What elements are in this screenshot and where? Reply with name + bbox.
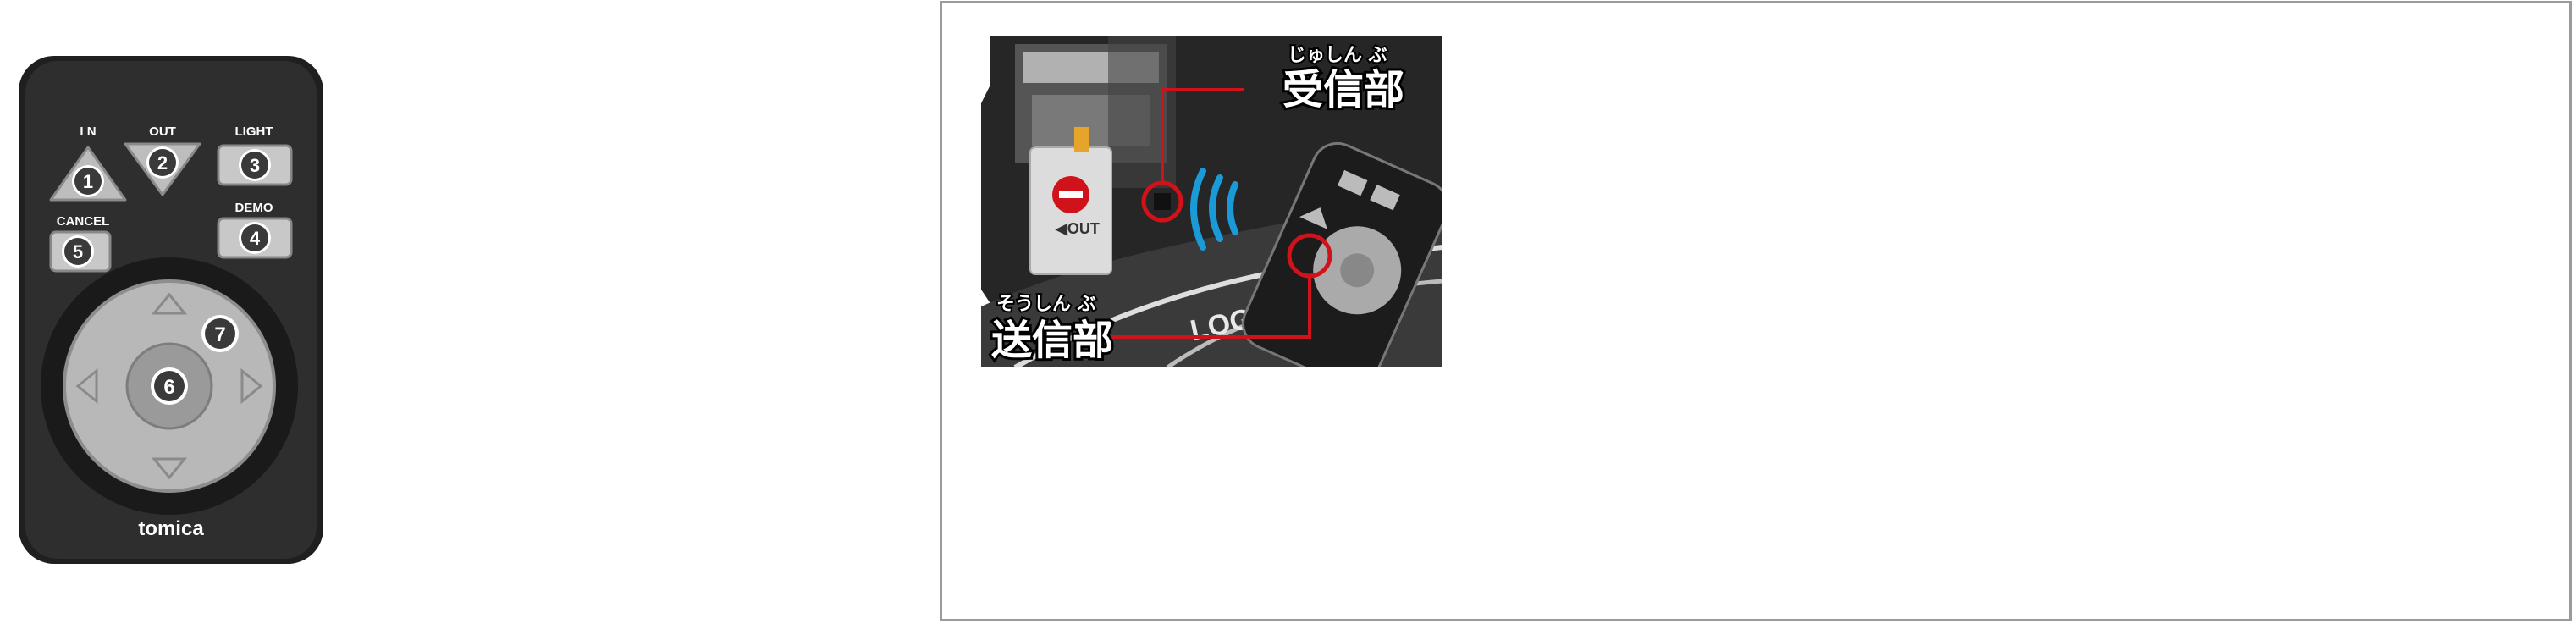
label-light: LIGHT <box>235 124 273 139</box>
cancel-button[interactable]: 5 <box>49 230 112 273</box>
in-button-number: 1 <box>83 171 93 192</box>
demo-button-number: 4 <box>250 228 261 249</box>
in-button[interactable]: 1 <box>49 146 127 202</box>
receiver-label: 受信部 <box>1282 66 1404 113</box>
out-button[interactable]: 2 <box>124 142 201 196</box>
light-button-number: 3 <box>250 155 260 176</box>
receiver-ruby: じゅしん ぶ <box>1288 45 1387 66</box>
gate-label: ◀OUT <box>1055 220 1100 237</box>
remote-control: I N OUT LIGHT CANCEL DEMO 1 2 3 <box>17 30 325 566</box>
brand-logo: tomica <box>138 517 204 540</box>
dpad-left-icon[interactable] <box>75 367 98 405</box>
dpad-right-icon[interactable] <box>240 367 263 405</box>
demo-button[interactable]: 4 <box>217 217 293 259</box>
light-button[interactable]: 3 <box>217 144 293 186</box>
center-button-number: 6 <box>163 376 174 399</box>
dpad-up-icon[interactable] <box>151 292 188 315</box>
label-in: I N <box>80 124 96 139</box>
label-demo: DEMO <box>235 201 273 215</box>
dpad-down-icon[interactable] <box>151 457 188 480</box>
out-button-number: 2 <box>157 152 168 174</box>
label-cancel: CANCEL <box>57 214 110 229</box>
sender-ruby: そうしん ぶ <box>996 294 1096 315</box>
sender-label: 送信部 <box>991 317 1113 364</box>
cancel-button-number: 5 <box>73 241 83 262</box>
remote-in-photo <box>1242 141 1442 367</box>
label-out: OUT <box>149 124 176 139</box>
sensor-diagram: LOG ◀OUT じゅしん ぶ 受信部 そ <box>981 36 1442 367</box>
dpad-badge-number: 7 <box>214 323 225 346</box>
signal-wave-icon <box>1209 174 1223 242</box>
